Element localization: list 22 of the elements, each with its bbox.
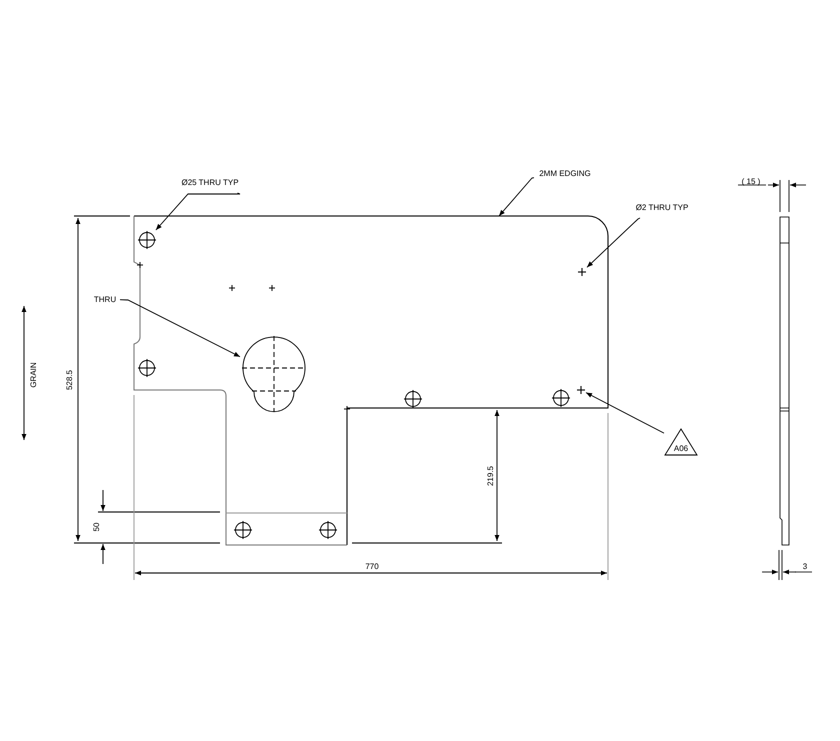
callout-text: THRU [90, 292, 120, 306]
keyhole-cutout [240, 334, 308, 414]
dimension-label: 219.5 [487, 466, 495, 486]
leader-line [586, 218, 640, 268]
leader-line [498, 177, 534, 216]
leader-line [120, 299, 240, 358]
dimension-label: 528.5 [66, 370, 74, 390]
grain-label: GRAIN [30, 362, 38, 388]
dimension-label: 3 [802, 563, 808, 571]
dimension-label: 770 [365, 563, 379, 571]
leader-line [155, 192, 240, 230]
hole-center-mark [576, 385, 586, 395]
callout-text: 2MM EDGING [534, 166, 596, 180]
dimension-label: 50 [93, 522, 101, 532]
revision-triangle [664, 428, 698, 456]
hole [137, 230, 157, 250]
callout-text: Ø25 THRU TYP [178, 171, 242, 193]
hole-center-mark [577, 267, 587, 277]
revision-label: A06 [672, 445, 690, 453]
leader-line [586, 392, 664, 434]
callout-text: Ø2 THRU TYP [634, 196, 690, 218]
dimension-label: ( 15 ) [742, 178, 760, 186]
